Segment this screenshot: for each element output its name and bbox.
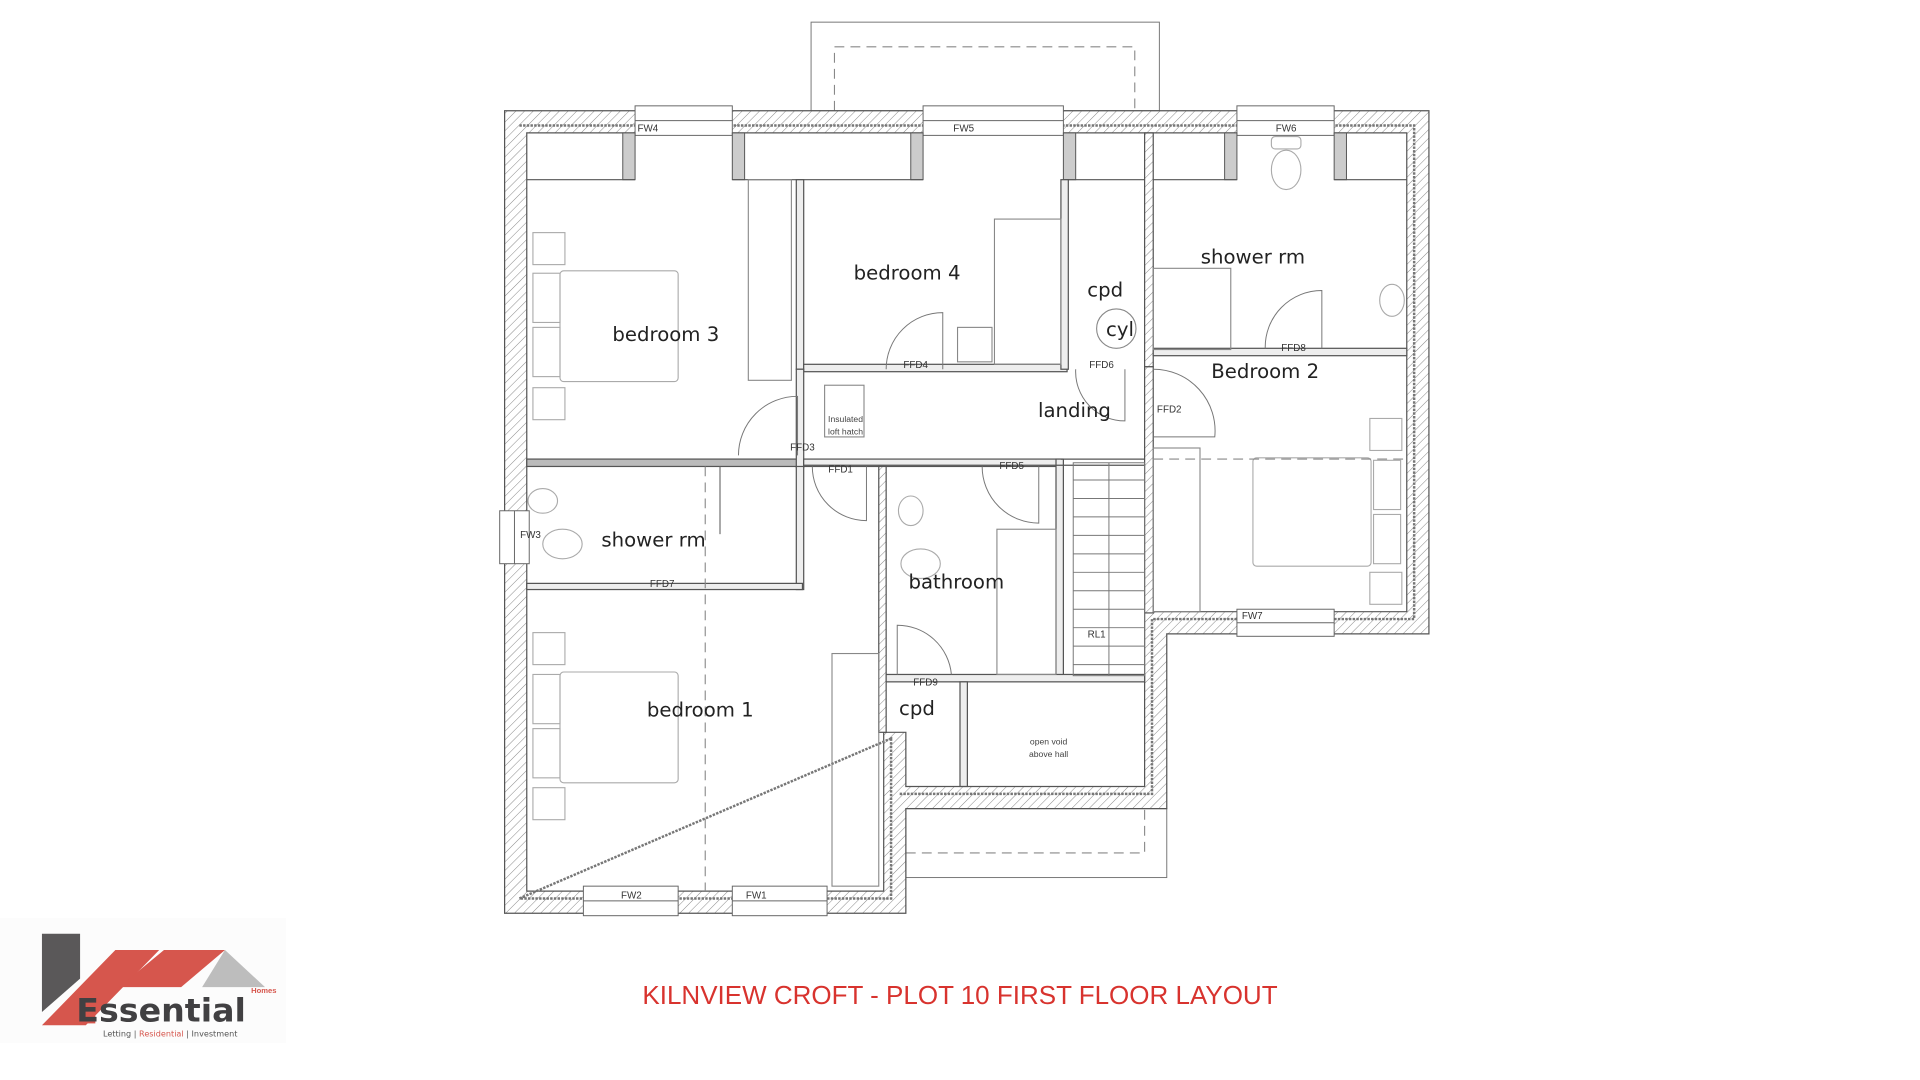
- room-labels: bedroom 3 bedroom 4 cpd cyl shower rm Be…: [601, 245, 1319, 759]
- label-shower-rm-upper: shower rm: [1201, 245, 1305, 268]
- stairs: [1072, 462, 1146, 677]
- windows: [499, 105, 1335, 917]
- label-bedroom-2: Bedroom 2: [1211, 360, 1319, 383]
- outer-walls: [504, 110, 1430, 914]
- tag-fw1: FW1: [746, 890, 767, 901]
- furniture: [527, 136, 1407, 892]
- label-bedroom-1: bedroom 1: [647, 698, 754, 721]
- dormer-reveals: [622, 132, 1347, 181]
- plan-title: KILNVIEW CROFT - PLOT 10 FIRST FLOOR LAY…: [642, 980, 1278, 1010]
- interior-walls: [526, 132, 1408, 788]
- tag-fw6: FW6: [1276, 124, 1297, 135]
- label-hatch-line-2: loft hatch: [828, 426, 863, 436]
- tag-ffd2: FFD2: [1157, 404, 1182, 415]
- logo-chimney: [41, 933, 81, 1012]
- label-void-line-2: above hall: [1029, 749, 1068, 759]
- label-bathroom: bathroom: [908, 570, 1004, 593]
- logo-e-block: [74, 994, 96, 1024]
- tag-ffd3: FFD3: [790, 442, 815, 453]
- label-cyl: cyl: [1106, 318, 1134, 341]
- label-bedroom-4: bedroom 4: [854, 261, 961, 284]
- logo-tagline: Letting | Residential | Investment: [103, 1029, 237, 1039]
- tag-fw3: FW3: [520, 530, 541, 541]
- tags: FW1 FW2 FW3 FW4 FW5 FW6 FW7 FFD1 FFD2 FF…: [520, 124, 1306, 902]
- doors: [737, 289, 1323, 675]
- logo-roof-stripe-2: [119, 949, 225, 988]
- label-bedroom-3: bedroom 3: [612, 323, 719, 346]
- top-bay: [810, 21, 1160, 112]
- tag-fw5: FW5: [953, 124, 974, 135]
- tag-ffd7: FFD7: [650, 579, 675, 590]
- logo-sep: |: [186, 1029, 189, 1039]
- tag-fw2: FW2: [621, 890, 642, 901]
- tag-fw4: FW4: [638, 124, 659, 135]
- tag-ffd6: FFD6: [1089, 360, 1114, 371]
- tag-ffd8: FFD8: [1281, 343, 1306, 354]
- logo-sub: Homes: [251, 986, 276, 995]
- logo-brand: Essential: [76, 991, 246, 1029]
- logo-roof-grey: [202, 949, 266, 988]
- bottom-bay: [905, 808, 1168, 879]
- tag-ffd5: FFD5: [999, 461, 1024, 472]
- logo-tag-letting: Letting: [103, 1029, 131, 1039]
- label-shower-rm-lower: shower rm: [601, 528, 705, 551]
- label-cpd-upper: cpd: [1087, 279, 1123, 302]
- label-landing: landing: [1038, 399, 1111, 422]
- tag-ffd4: FFD4: [903, 360, 928, 371]
- logo-tag-residential: Residential: [139, 1029, 184, 1039]
- label-void-line-1: open void: [1030, 737, 1068, 747]
- logo-roof-stripe-1: [41, 949, 160, 1026]
- label-cpd-lower: cpd: [899, 697, 935, 720]
- logo-sep: |: [134, 1029, 137, 1039]
- tag-ffd9: FFD9: [913, 678, 938, 689]
- essential-homes-logo: Essential Homes Letting | Residential | …: [0, 918, 286, 1043]
- logo-tag-investment: Investment: [192, 1029, 238, 1039]
- tag-rl1: RL1: [1088, 630, 1106, 641]
- label-hatch-line-1: Insulated: [828, 414, 863, 424]
- tag-fw7: FW7: [1242, 611, 1263, 622]
- tag-ffd1: FFD1: [828, 465, 853, 476]
